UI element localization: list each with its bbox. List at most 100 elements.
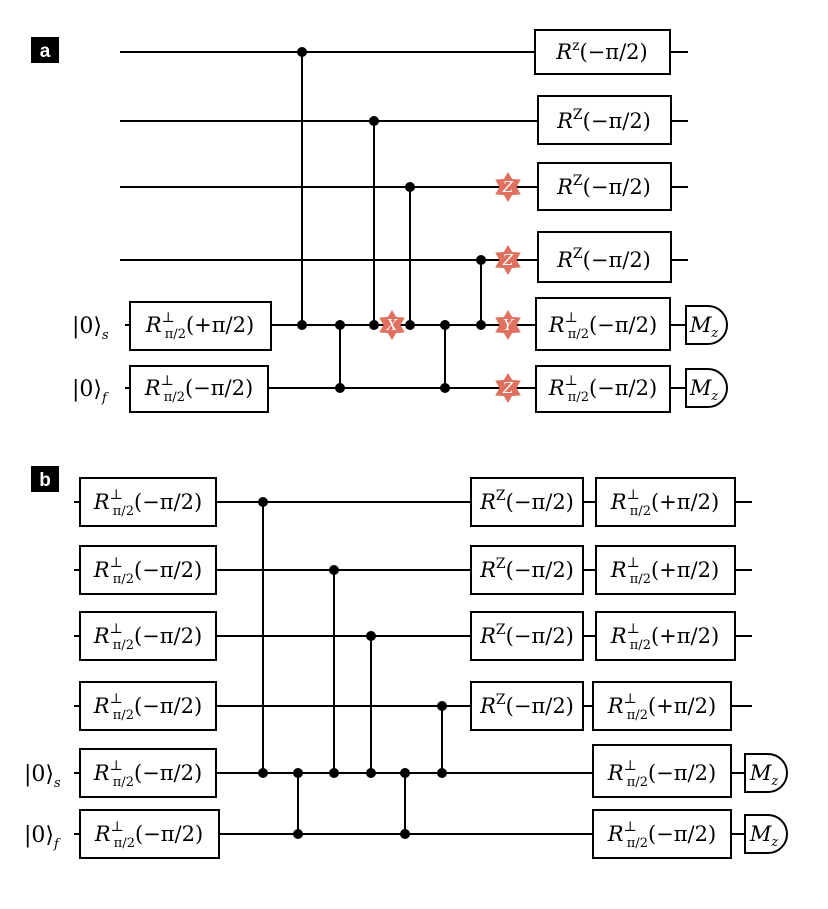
b-measurement-f: Mz [744, 814, 788, 854]
b-control-dot [400, 768, 410, 778]
a-measurement-s: Mz [685, 305, 728, 345]
error-star-y: Y [495, 310, 521, 340]
gate-label: R⊥π/2(−π/2) [93, 691, 202, 723]
gate-label: RZ(−π/2) [556, 173, 651, 199]
gate-label: Rz(−π/2) [555, 38, 647, 64]
gate-label: RZ(−π/2) [556, 107, 651, 133]
gate-label: R⊥π/2(+π/2) [610, 621, 719, 653]
a-control-dot [476, 255, 486, 265]
error-star-x: X [379, 310, 405, 340]
b-final-gate-1: R⊥π/2(+π/2) [595, 477, 736, 527]
measure-label: Mz [689, 313, 719, 341]
b-rz-gate-2: RZ(−π/2) [470, 545, 584, 595]
b-rz-gate-3: RZ(−π/2) [470, 611, 584, 661]
qubit-label-f: |0⟩f [72, 377, 109, 406]
gate-label: R⊥π/2(−π/2) [93, 621, 202, 653]
b-final-gate-4: R⊥π/2(+π/2) [592, 681, 732, 731]
a-rz-gate-3: RZ(−π/2) [537, 162, 672, 211]
panel-b: b [24, 466, 788, 859]
gate-label: RZ(−π/2) [479, 622, 574, 648]
a-target-dot [369, 320, 379, 330]
gate-label: R⊥π/2(−π/2) [607, 819, 716, 851]
a-control-dot [440, 320, 450, 330]
b-target-dot [329, 768, 339, 778]
gate-label: RZ(−π/2) [479, 488, 574, 514]
svg-text:Z: Z [502, 178, 514, 196]
gate-label: R⊥π/2(−π/2) [548, 373, 657, 405]
svg-text:Z: Z [502, 251, 514, 269]
a-rz-gate-1: Rz(−π/2) [534, 29, 671, 75]
b-init-gate-f: R⊥π/2(−π/2) [79, 809, 220, 859]
gate-label: R⊥π/2(−π/2) [93, 758, 202, 790]
b-control-dot [437, 701, 447, 711]
a-target-dot [405, 320, 415, 330]
measure-label: Mz [749, 822, 779, 850]
b-init-gate-3: R⊥π/2(−π/2) [79, 611, 217, 661]
a-target-dot [297, 320, 307, 330]
b-target-dot [400, 829, 410, 839]
b-control-dot [258, 497, 268, 507]
a-control-dot [297, 47, 307, 57]
a-rz-gate-2: RZ(−π/2) [537, 95, 672, 145]
a-control-dot [405, 182, 415, 192]
b-target-dot [366, 768, 376, 778]
panel-a-label-box [31, 37, 59, 63]
a-init-gate-f: R⊥π/2(−π/2) [129, 365, 269, 413]
a-target-dot [335, 383, 345, 393]
gate-label: R⊥π/2(−π/2) [93, 555, 202, 587]
a-measurement-f: Mz [685, 368, 728, 408]
b-target-dot [258, 768, 268, 778]
gate-label: R⊥π/2(+π/2) [610, 555, 719, 587]
gate-label: RZ(−π/2) [479, 556, 574, 582]
a-init-gate-s: R⊥π/2(+π/2) [129, 301, 272, 351]
gate-label: R⊥π/2(−π/2) [94, 819, 203, 851]
b-rz-gate-1: RZ(−π/2) [470, 477, 584, 527]
panel-a-label: a [40, 41, 51, 62]
a-target-dot [440, 383, 450, 393]
b-init-gate-s: R⊥π/2(−π/2) [79, 748, 217, 798]
a-final-gate-f: R⊥π/2(−π/2) [535, 365, 671, 413]
b-final-gate-2: R⊥π/2(+π/2) [595, 545, 736, 595]
error-star-z: Z [495, 373, 521, 403]
b-final-gate-s: R⊥π/2(−π/2) [592, 744, 732, 798]
svg-text:X: X [386, 316, 399, 334]
gate-label: R⊥π/2(−π/2) [548, 310, 657, 342]
error-star-z: Z [495, 172, 521, 202]
a-control-dot [335, 320, 345, 330]
b-control-dot [293, 768, 303, 778]
a-target-dot [476, 320, 486, 330]
svg-text:Y: Y [503, 316, 515, 334]
gate-label: R⊥π/2(−π/2) [144, 373, 253, 405]
gate-label: R⊥π/2(+π/2) [607, 691, 716, 723]
qubit-label-s: |0⟩s [72, 314, 109, 343]
panel-a: a [31, 29, 728, 413]
a-control-dot [369, 116, 379, 126]
b-control-dot [329, 565, 339, 575]
gate-label: RZ(−π/2) [556, 246, 651, 272]
gate-label: R⊥π/2(−π/2) [607, 758, 716, 790]
measure-label: Mz [689, 376, 719, 404]
gate-label: R⊥π/2(+π/2) [145, 310, 254, 342]
b-init-gate-1: R⊥π/2(−π/2) [79, 477, 217, 527]
b-rz-gate-4: RZ(−π/2) [470, 681, 584, 731]
b-final-gate-f: R⊥π/2(−π/2) [592, 809, 732, 859]
b-init-gate-2: R⊥π/2(−π/2) [79, 545, 217, 595]
gate-label: R⊥π/2(+π/2) [610, 487, 719, 519]
error-star-z: Z [495, 245, 521, 275]
panel-b-label: b [39, 470, 51, 491]
svg-text:Z: Z [502, 379, 514, 397]
panel-b-label-box [31, 466, 59, 492]
gate-label: RZ(−π/2) [479, 692, 574, 718]
a-final-gate-s: R⊥π/2(−π/2) [535, 297, 671, 351]
b-target-dot [293, 829, 303, 839]
b-control-dot [366, 631, 376, 641]
b-target-dot [437, 768, 447, 778]
b-init-gate-4: R⊥π/2(−π/2) [79, 681, 217, 731]
b-final-gate-3: R⊥π/2(+π/2) [595, 611, 736, 661]
gate-label: R⊥π/2(−π/2) [93, 487, 202, 519]
qubit-label-s: |0⟩s [24, 762, 61, 791]
b-measurement-s: Mz [744, 753, 788, 793]
measure-label: Mz [749, 761, 779, 789]
qubit-label-f: |0⟩f [24, 823, 61, 852]
